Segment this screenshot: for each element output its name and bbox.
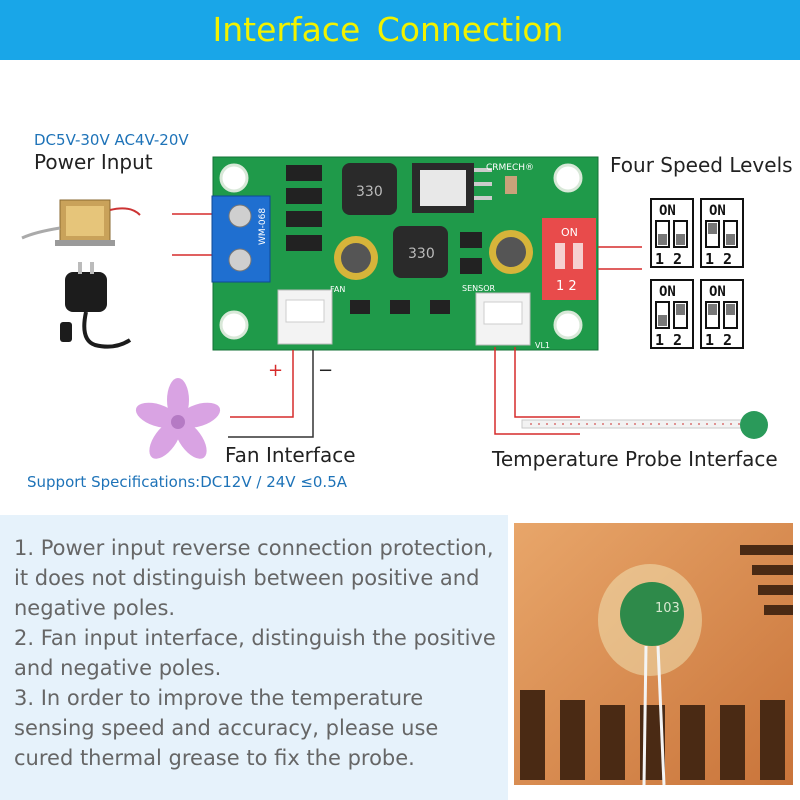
diagram-graphic: WM-068 330 330 CRMECH® FAN SENSOR VL1 [21, 156, 768, 459]
notes-list: 1. Power input reverse connection protec… [14, 533, 504, 773]
fan-plus-sign: + [268, 360, 284, 381]
fan-interface-label: Fan Interface [225, 443, 356, 467]
board-model-text: WM-068 [258, 208, 268, 245]
fan-marking: FAN [330, 285, 345, 294]
pcb-board: WM-068 330 330 CRMECH® FAN SENSOR VL1 [211, 156, 599, 351]
note-item-3: 3. In order to improve the temperature s… [14, 686, 439, 770]
inductor-label-1: 330 [356, 184, 383, 200]
note-item-1: 1. Power input reverse connection protec… [14, 536, 494, 620]
svg-text:1 2: 1 2 [705, 250, 732, 268]
power-adapter-icon [60, 262, 132, 349]
fan-minus-sign: − [318, 360, 334, 381]
sensor-marking: SENSOR [462, 284, 495, 293]
board-brand-text: CRMECH® [486, 163, 534, 173]
svg-text:1 2: 1 2 [655, 250, 682, 268]
probe-interface-label: Temperature Probe Interface [492, 447, 778, 471]
note-item-2: 2. Fan input interface, distinguish the … [14, 626, 496, 680]
fan-icon [135, 378, 221, 459]
onboard-dip-on: ON [561, 226, 578, 239]
fan-spec: Support Specifications:DC12V / 24V ≤0.5A [27, 473, 348, 491]
svg-text:ON: ON [709, 284, 726, 300]
svg-text:1 2: 1 2 [655, 331, 682, 349]
dip-switch-4: ON 1 2 [700, 279, 744, 349]
svg-text:1 2: 1 2 [705, 331, 732, 349]
speed-levels-label: Four Speed Levels [610, 153, 793, 177]
power-spec: DC5V-30V AC4V-20V [34, 131, 189, 149]
svg-text:ON: ON [659, 284, 676, 300]
svg-text:ON: ON [659, 203, 676, 219]
notes-panel [0, 515, 508, 800]
vl1-marking: VL1 [535, 341, 550, 350]
header-banner [0, 0, 800, 60]
dip-switch-2: ON 1 2 [700, 198, 744, 268]
transformer-icon [21, 199, 141, 246]
dip-switch-1: ON 1 2 [650, 198, 694, 268]
inductor-label-2: 330 [408, 246, 435, 262]
power-input-label: Power Input [34, 150, 153, 174]
dip-switch-3: ON 1 2 [650, 279, 694, 349]
temperature-probe-icon [521, 411, 768, 439]
onboard-dip-numbers: 1 2 [556, 279, 577, 294]
page-title: Interface Connection [212, 10, 564, 49]
photo-frame [508, 515, 800, 800]
svg-text:ON: ON [709, 203, 726, 219]
